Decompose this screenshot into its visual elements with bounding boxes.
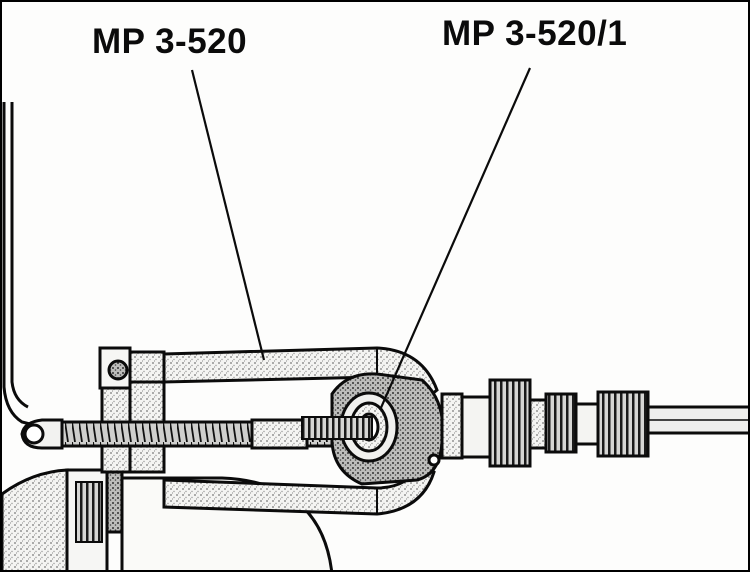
leader-lines [190, 67, 532, 411]
spindle-screw [20, 418, 334, 450]
label-adapter-tool: MP 3-520/1 [442, 14, 628, 53]
puller-lower-arm [162, 461, 436, 516]
label-puller-tool: MP 3-520 [92, 22, 248, 61]
gear-shaft [301, 378, 748, 468]
puller-crossbar [98, 346, 166, 474]
holding-bracket [2, 102, 43, 429]
leader-line-puller [190, 69, 266, 361]
leader-line-adapter [378, 67, 532, 411]
